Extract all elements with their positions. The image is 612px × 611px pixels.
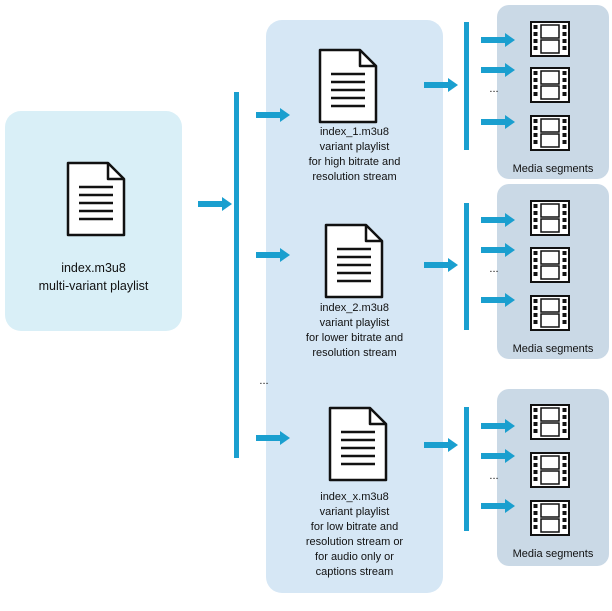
variant-x-segment-1-arrow <box>481 419 515 433</box>
variant-2-segment-2-film-icon <box>530 247 570 283</box>
variant-x-segment-3-film-icon <box>530 500 570 536</box>
variant-x-line-1: variant playlist <box>319 506 390 518</box>
variant-2-segment-3-film-icon <box>530 295 570 331</box>
variant-x-document-icon <box>328 406 388 482</box>
variant-2-segment-1-arrow <box>481 213 515 227</box>
variant-2-line-2: for lower bitrate and <box>305 332 404 344</box>
master-document-icon <box>66 161 126 237</box>
variant-2-segment-2-arrow <box>481 243 515 257</box>
variant-1-segments-arrow <box>424 78 458 92</box>
variant-x-line-5: captions stream <box>315 566 394 578</box>
variant-2-segment-1-film-icon <box>530 200 570 236</box>
variant-2-line-3: resolution stream <box>312 347 397 359</box>
distribution-bar <box>234 92 239 458</box>
variant-1-segment-1-film-icon <box>530 21 570 57</box>
segments-ellipsis-3: ... <box>489 470 499 482</box>
variant-1-segment-2-film-icon <box>530 67 570 103</box>
variant-2-segment-3-arrow <box>481 293 515 307</box>
master-filename: index.m3u8 <box>61 261 126 275</box>
variant-1-segment-2-arrow <box>481 63 515 77</box>
variant-x-segment-1-film-icon <box>530 404 570 440</box>
variant-x-line-4: for audio only or <box>315 551 394 563</box>
variant-x-segments-arrow <box>424 438 458 452</box>
variant-1-line-3: resolution stream <box>312 171 397 183</box>
variant-x-segment-2-arrow <box>481 449 515 463</box>
variant-1-arrow <box>256 108 290 122</box>
variant-2-document-icon <box>324 223 384 299</box>
variant-x-segment-2-film-icon <box>530 452 570 488</box>
segments-ellipsis-1: ... <box>489 83 499 95</box>
variant-x-arrow <box>256 431 290 445</box>
variant-1-segment-3-film-icon <box>530 115 570 151</box>
segments-ellipsis-2: ... <box>489 263 499 275</box>
master-description: multi-variant playlist <box>38 279 149 293</box>
variant-1-segments-bar <box>464 22 469 150</box>
segments-label-2: Media segments <box>512 343 594 355</box>
variant-2-arrow <box>256 248 290 262</box>
variant-2-segments-arrow <box>424 258 458 272</box>
variant-x-segments-bar <box>464 407 469 531</box>
segments-label-3: Media segments <box>512 548 594 560</box>
segments-label-1: Media segments <box>512 163 594 175</box>
variant-1-segment-3-arrow <box>481 115 515 129</box>
variant-2-segments-bar <box>464 203 469 330</box>
variant-1-segment-1-arrow <box>481 33 515 47</box>
variant-1-line-1: variant playlist <box>319 141 390 153</box>
variant-x-segment-3-arrow <box>481 499 515 513</box>
variant-2-line-1: variant playlist <box>319 317 390 329</box>
variant-1-line-2: for high bitrate and <box>308 156 401 168</box>
variant-x-line-2: for low bitrate and <box>310 521 399 533</box>
master-connector-arrow <box>198 197 232 211</box>
variant-x-line-3: resolution stream or <box>305 536 404 548</box>
variants-ellipsis: ... <box>259 375 269 387</box>
variant-2-filename: index_2.m3u8 <box>319 302 390 314</box>
variant-x-filename: index_x.m3u8 <box>320 491 389 503</box>
variant-1-document-icon <box>318 48 378 124</box>
variant-1-filename: index_1.m3u8 <box>319 126 390 138</box>
